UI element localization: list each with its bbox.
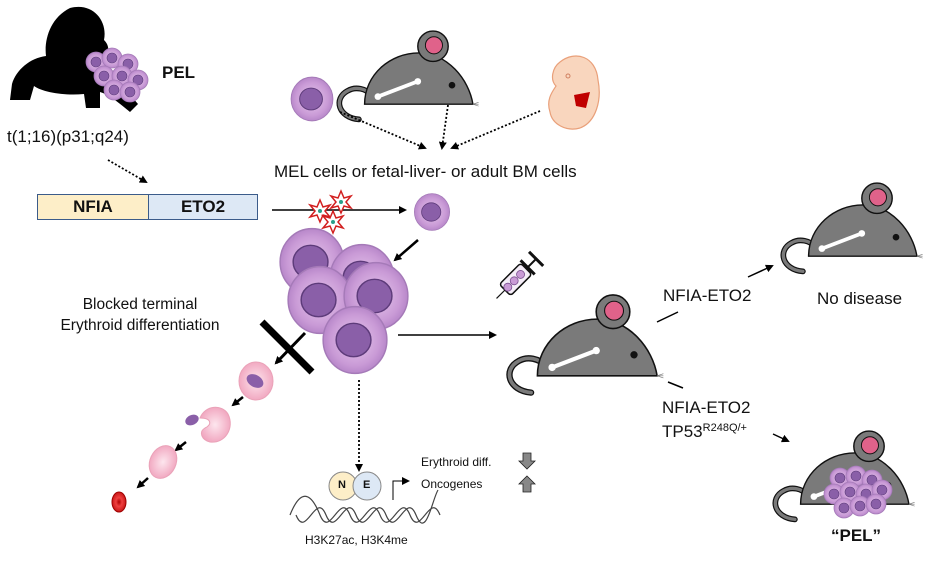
differentiation-line1: Blocked terminal: [82, 296, 198, 313]
patient-pel-label: PEL: [162, 63, 196, 82]
arrow-up-icon: [518, 475, 536, 493]
outcome2-arrow: [772, 433, 790, 443]
arrow-down-icon: [518, 452, 536, 470]
transduced-cell-icon: [413, 193, 451, 231]
differentiation-line2: Erythroid differentiation: [60, 317, 220, 334]
effect-oncogenes-label: Oncogenes: [421, 477, 483, 491]
no-disease-label: No disease: [817, 289, 903, 308]
n-protein-label: N: [338, 479, 346, 491]
recipient-mouse-icon: [509, 295, 663, 393]
mouse-pel-label: “PEL”: [831, 526, 882, 545]
source-cells-caption: MEL cells or fetal-liver- or adult BM ce…: [274, 162, 577, 181]
source-arrows: [339, 104, 541, 150]
block-cross-icon: [259, 319, 315, 375]
outcome1-arrow: [747, 264, 774, 278]
translocation-arrow: [107, 159, 148, 184]
genotype2-label: NFIA-ETO2 TP53R248Q/+: [662, 398, 750, 442]
e-protein-label: E: [363, 479, 371, 491]
leukemic-cell-cluster-icon: [279, 227, 409, 375]
expansion-arrow: [393, 239, 419, 262]
e-protein-icon: [352, 471, 382, 501]
erythroid-maturation-stages: [111, 361, 274, 513]
fusion-nfia-segment: NFIA: [38, 195, 149, 219]
genotype2-line2: TP53R248Q/+: [662, 422, 747, 441]
transcription-start-icon: [392, 480, 402, 500]
outcome1-tail: [656, 311, 679, 323]
retrovirus-star-icons: [307, 189, 354, 235]
outcome2-tail: [667, 381, 684, 389]
effect-erythroid-diff-label: Erythroid diff.: [421, 455, 492, 469]
mel-cell-icon: [290, 76, 334, 122]
syringe-icon: [496, 250, 545, 299]
differentiation-block-label: Blocked terminal Erythroid differentiati…: [40, 294, 240, 336]
genotype1-label: NFIA-ETO2: [663, 286, 752, 305]
healthy-mouse-icon: [783, 183, 922, 271]
embryo-fetal-liver-icon: [548, 55, 600, 130]
genotype2-line1: NFIA-ETO2: [662, 398, 751, 417]
translocation-label: t(1;16)(p31;q24): [7, 127, 129, 146]
dna-helix-icon: [289, 489, 441, 524]
fusion-eto2-segment: ETO2: [149, 195, 257, 219]
donor-mouse-icon: [339, 31, 478, 119]
histone-marks-label: H3K27ac, H3K4me: [305, 533, 408, 547]
fusion-gene-box: NFIA ETO2: [37, 194, 258, 220]
